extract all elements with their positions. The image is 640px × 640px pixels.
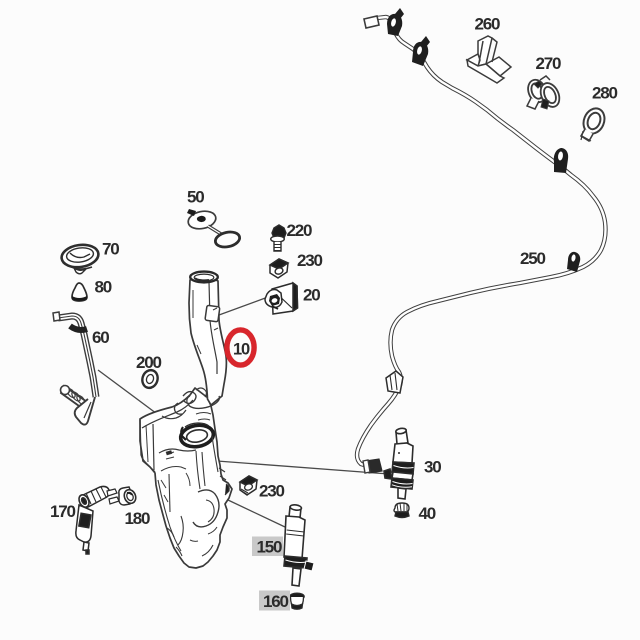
svg-text:80: 80 (95, 278, 112, 297)
svg-text:200: 200 (136, 353, 162, 372)
svg-text:160: 160 (263, 592, 289, 611)
svg-text:280: 280 (592, 84, 618, 103)
svg-text:260: 260 (475, 15, 501, 34)
svg-text:30: 30 (424, 458, 441, 477)
svg-text:60: 60 (92, 328, 109, 347)
svg-text:270: 270 (536, 54, 562, 73)
svg-text:40: 40 (419, 504, 436, 523)
svg-text:230: 230 (297, 251, 323, 270)
svg-text:150: 150 (257, 538, 283, 557)
svg-text:230: 230 (259, 482, 285, 501)
svg-text:20: 20 (303, 286, 320, 305)
svg-text:10: 10 (233, 341, 250, 359)
svg-text:70: 70 (102, 240, 119, 259)
svg-text:50: 50 (187, 188, 204, 207)
svg-text:220: 220 (287, 221, 313, 240)
svg-text:180: 180 (125, 509, 151, 528)
svg-text:250: 250 (520, 249, 546, 268)
svg-text:170: 170 (50, 502, 76, 521)
